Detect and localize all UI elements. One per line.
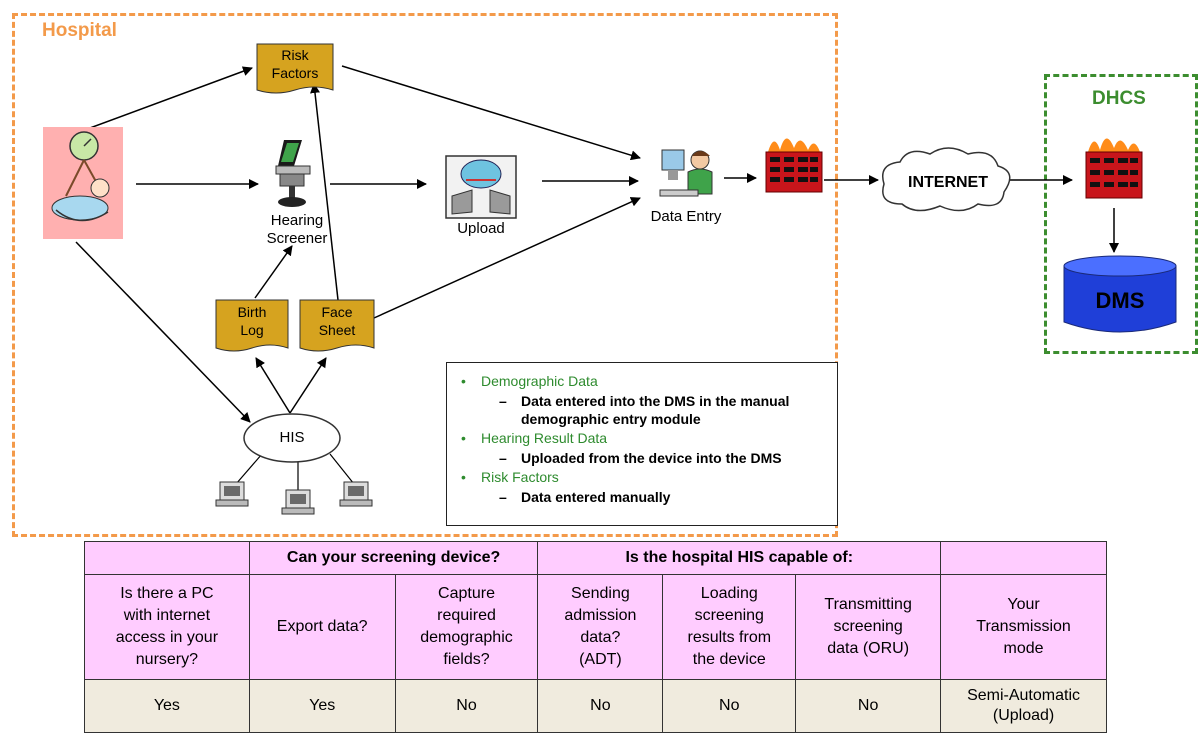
arrow-facesheet-dataentry <box>373 197 641 319</box>
computer-terminal-icon <box>281 489 315 515</box>
arrow-baby-risk <box>89 66 253 129</box>
dms-label: DMS <box>1095 288 1145 313</box>
hospital-region <box>12 13 838 537</box>
birth-log-document-icon <box>215 299 289 352</box>
arrow-birthlog-screener <box>254 245 293 299</box>
table-answer: No <box>795 679 942 733</box>
table-answer: No <box>537 679 664 733</box>
dhcs-label: DHCS <box>1092 88 1146 109</box>
firewall-icon <box>765 138 823 193</box>
table-answer: No <box>662 679 797 733</box>
flow-arrows <box>75 65 1119 423</box>
table-answer: Yes <box>84 679 250 733</box>
hearing-screener-label: Hearing Screener <box>266 212 328 247</box>
his-network-lines <box>235 453 355 492</box>
table-header-cell <box>940 541 1107 575</box>
table-question: Your Transmission mode <box>940 574 1107 680</box>
his-node <box>243 413 341 463</box>
upload-label: Upload <box>457 220 505 237</box>
capability-table: Can your screening device? Is the hospit… <box>84 541 1107 733</box>
dhcs-region <box>1044 74 1198 354</box>
database-icon <box>1063 255 1177 333</box>
data-entry-person-icon <box>659 149 713 197</box>
table-question: Is there a PC with internet access in yo… <box>84 574 250 680</box>
cloud-icon <box>882 147 1011 212</box>
legend-detail: Data entered into the DMS in the manual … <box>457 392 837 428</box>
table-question: Loading screening results from the devic… <box>662 574 797 680</box>
table-group-header-row: Can your screening device? Is the hospit… <box>84 541 1107 575</box>
diagram-graphics <box>43 43 1177 515</box>
upload-icon <box>445 155 517 219</box>
face-sheet-label: Face Sheet <box>318 304 356 338</box>
table-answer-row: Yes Yes No No No No Semi-Automatic (Uplo… <box>84 679 1107 733</box>
hospital-label: Hospital <box>42 20 117 41</box>
risk-factors-document-icon <box>256 43 334 94</box>
his-label: HIS <box>279 429 305 446</box>
table-question-row: Is there a PC with internet access in yo… <box>84 574 1107 680</box>
arrow-risk-dataentry <box>341 65 641 161</box>
legend-category: Hearing Result Data <box>457 428 837 449</box>
data-entry-label: Data Entry <box>650 208 722 225</box>
risk-factors-label: Risk Factors <box>271 47 319 81</box>
table-question: Sending admission data? (ADT) <box>537 574 664 680</box>
legend-detail: Uploaded from the device into the DMS <box>457 449 837 467</box>
firewall-icon <box>1085 138 1143 199</box>
computer-terminal-icon <box>215 481 249 507</box>
arrow-facesheet-risk <box>310 83 339 301</box>
legend-category: Risk Factors <box>457 467 837 488</box>
table-question: Transmitting screening data (ORU) <box>795 574 942 680</box>
arrow-his-birthlog <box>255 357 291 414</box>
arrow-baby-his <box>75 241 251 423</box>
face-sheet-document-icon <box>299 299 375 352</box>
legend-detail: Data entered manually <box>457 488 837 506</box>
table-question: Capture required demographic fields? <box>394 574 539 680</box>
legend-box: Demographic Data Data entered into the D… <box>446 362 838 526</box>
table-group-header: Is the hospital HIS capable of: <box>537 541 942 575</box>
table-header-cell <box>84 541 250 575</box>
table-group-header: Can your screening device? <box>248 541 539 575</box>
arrow-his-facesheet <box>289 357 327 414</box>
internet-label: INTERNET <box>908 174 988 191</box>
table-answer: Yes <box>248 679 396 733</box>
hearing-screener-icon <box>275 140 311 207</box>
birth-log-label: Birth Log <box>237 304 267 338</box>
table-answer: Semi-Automatic (Upload) <box>940 679 1107 733</box>
table-answer: No <box>394 679 539 733</box>
table-question: Export data? <box>248 574 396 680</box>
legend-category: Demographic Data <box>457 371 837 392</box>
computer-terminal-icon <box>339 481 373 507</box>
baby-scale-icon <box>43 127 123 239</box>
